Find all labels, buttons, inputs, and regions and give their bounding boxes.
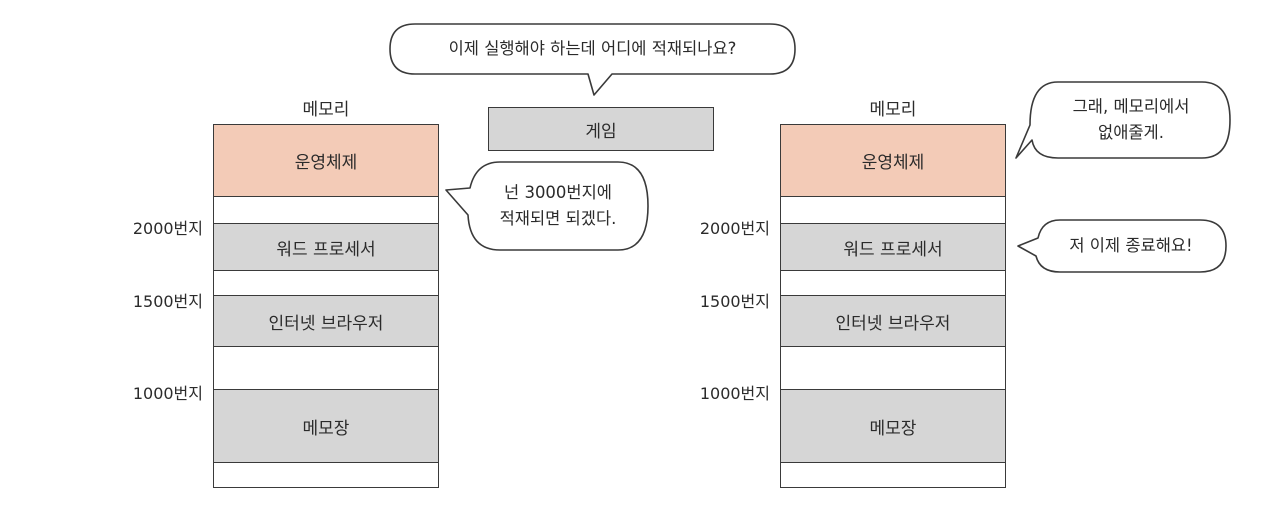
right-bubble-1-shape [1015, 81, 1231, 159]
top-bubble-shape [389, 23, 796, 96]
top-bubble-text: 이제 실행해야 하는데 어디에 적재되나요? [448, 39, 737, 58]
left-memo-segment: 메모장 [214, 389, 438, 463]
right-memo-segment: 메모장 [781, 389, 1005, 463]
left-address-2000: 2000번지 [132, 219, 203, 238]
right-address-1000: 1000번지 [699, 384, 770, 403]
left-word-segment: 워드 프로세서 [214, 223, 438, 271]
right-bubble-1-line-2: 없애줄게. [1098, 123, 1164, 142]
left-bubble-line-2: 적재되면 되겠다. [499, 209, 617, 228]
right-address-2000: 2000번지 [699, 219, 770, 238]
game-block: 게임 [488, 107, 714, 151]
left-os-segment: 운영체제 [214, 125, 438, 197]
right-address-1500: 1500번지 [699, 292, 770, 311]
right-memory-title: 메모리 [869, 100, 917, 120]
left-address-1500: 1500번지 [132, 292, 203, 311]
right-bubble-1-line-1: 그래, 메모리에서 [1072, 97, 1190, 116]
right-browser-segment: 인터넷 브라우저 [781, 295, 1005, 347]
left-bubble-line-1: 넌 3000번지에 [504, 183, 612, 202]
right-bubble-2-shape [1017, 219, 1227, 273]
right-os-segment: 운영체제 [781, 125, 1005, 197]
right-word-segment: 워드 프로세서 [781, 223, 1005, 271]
left-memory-title: 메모리 [302, 100, 350, 120]
right-bubble-2-text: 저 이제 종료해요! [1069, 236, 1193, 255]
right-memory-block: 운영체제 워드 프로세서 인터넷 브라우저 메모장 [780, 124, 1006, 488]
left-browser-segment: 인터넷 브라우저 [214, 295, 438, 347]
left-address-1000: 1000번지 [132, 384, 203, 403]
left-memory-block: 운영체제 워드 프로세서 인터넷 브라우저 메모장 [213, 124, 439, 488]
left-bubble-shape [445, 161, 649, 251]
